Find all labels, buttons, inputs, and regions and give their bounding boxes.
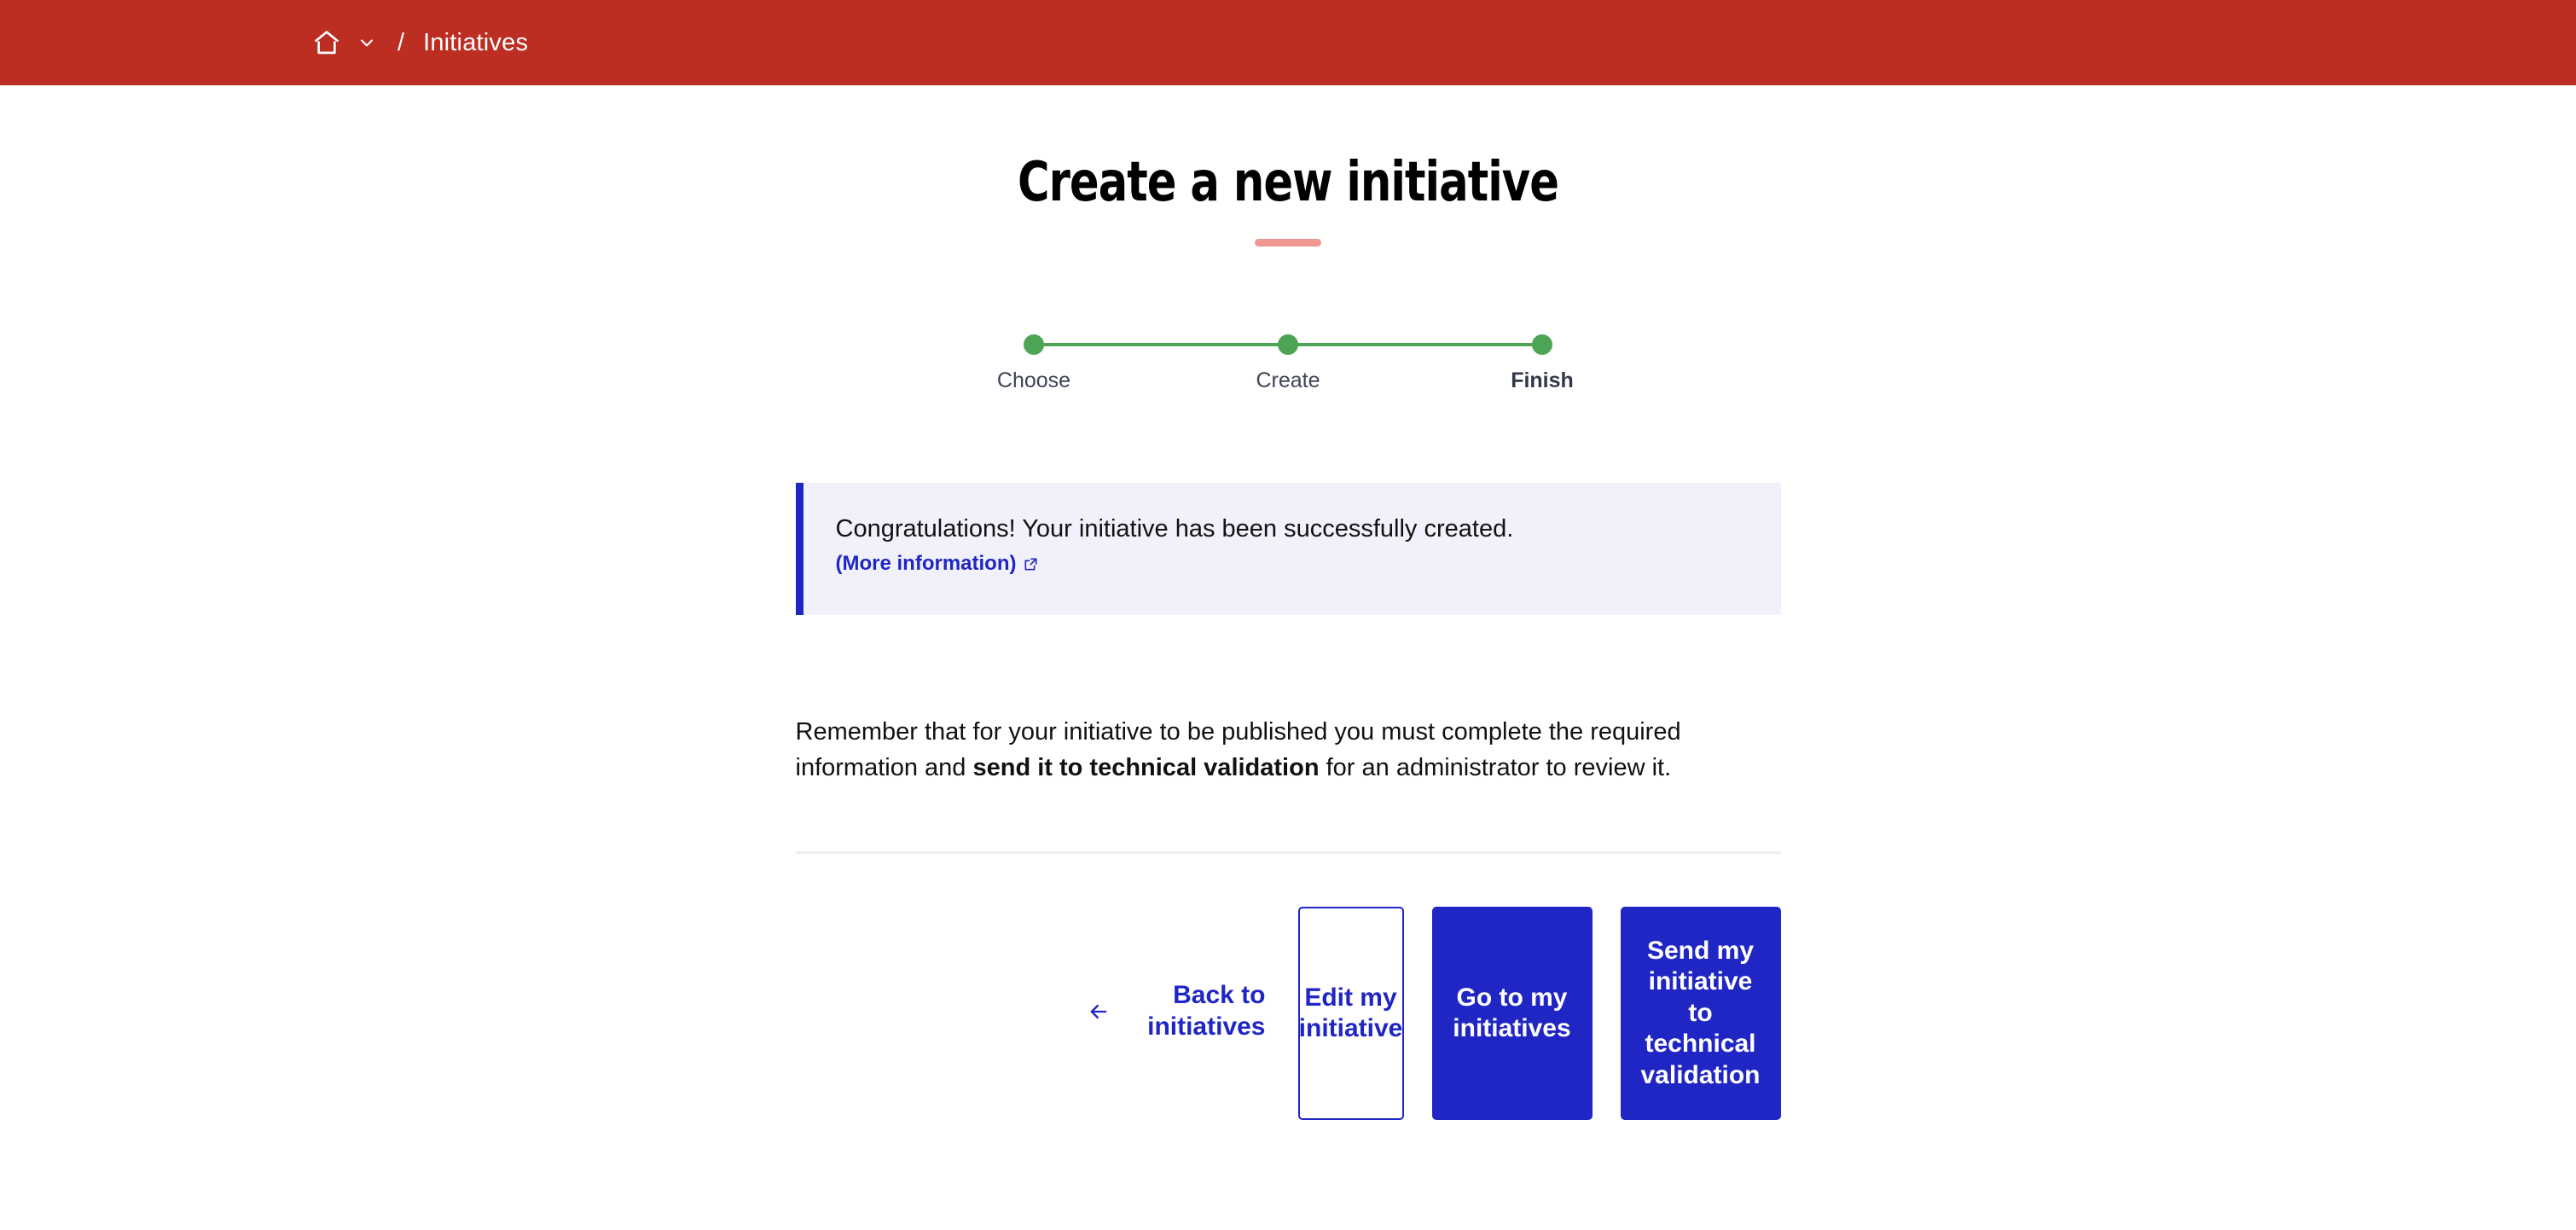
breadcrumb-home-button[interactable] (312, 28, 375, 57)
main-content: Congratulations! Your initiative has bee… (795, 483, 1781, 1121)
external-link-icon[interactable] (1023, 556, 1039, 572)
success-callout-link-row: (More information) (836, 552, 1781, 576)
stepper-dot-create (1278, 334, 1298, 355)
stepper-dot-choose (1024, 334, 1044, 355)
stepper-label-finish: Finish (1511, 368, 1574, 392)
publish-text-part2: for an administrator to review it. (1319, 754, 1672, 782)
progress-stepper: Choose Create Finish (997, 334, 1574, 397)
publish-requirements-text: Remember that for your initiative to be … (796, 714, 1751, 786)
stepper-label-choose: Choose (996, 368, 1071, 392)
chevron-down-icon[interactable] (358, 34, 375, 51)
edit-my-initiative-button[interactable]: Edit my initiative (1297, 907, 1404, 1121)
publish-text-part1: Remember that for your initiative to be … (795, 718, 1681, 782)
more-information-link[interactable]: (More information) (835, 552, 1017, 576)
home-icon[interactable] (312, 28, 341, 57)
breadcrumb-separator: / (397, 28, 405, 56)
send-to-technical-validation-button[interactable]: Send my initiative to technical validati… (1620, 907, 1781, 1121)
success-callout: Congratulations! Your initiative has bee… (795, 483, 1781, 615)
page-title: Create a new initiative (1018, 151, 1559, 214)
breadcrumb-bar: / Initiatives (0, 0, 2576, 85)
stepper-labels: Choose Create Finish (997, 368, 1574, 397)
arrow-left-icon (1087, 1000, 1111, 1024)
back-to-initiatives-link[interactable]: Back to initiatives (1087, 907, 1266, 1042)
action-bar: Back to initiatives Edit my initiative G… (796, 907, 1781, 1121)
title-underline-accent (1255, 239, 1321, 247)
back-to-initiatives-label: Back to initiatives (1147, 981, 1266, 1041)
stepper-dot-finish (1532, 334, 1552, 355)
page-body: Create a new initiative Choose Create Fi… (0, 85, 2576, 1121)
section-divider (795, 851, 1781, 855)
success-callout-message: Congratulations! Your initiative has bee… (835, 515, 1514, 542)
publish-text-emphasis: send it to technical validation (972, 754, 1320, 782)
page-title-block: Create a new initiative (0, 85, 2576, 247)
stepper-label-create: Create (1256, 368, 1320, 392)
stepper-track (1024, 334, 1552, 355)
breadcrumb-item-initiatives[interactable]: Initiatives (423, 28, 529, 56)
go-to-my-initiatives-button[interactable]: Go to my initiatives (1431, 907, 1593, 1121)
